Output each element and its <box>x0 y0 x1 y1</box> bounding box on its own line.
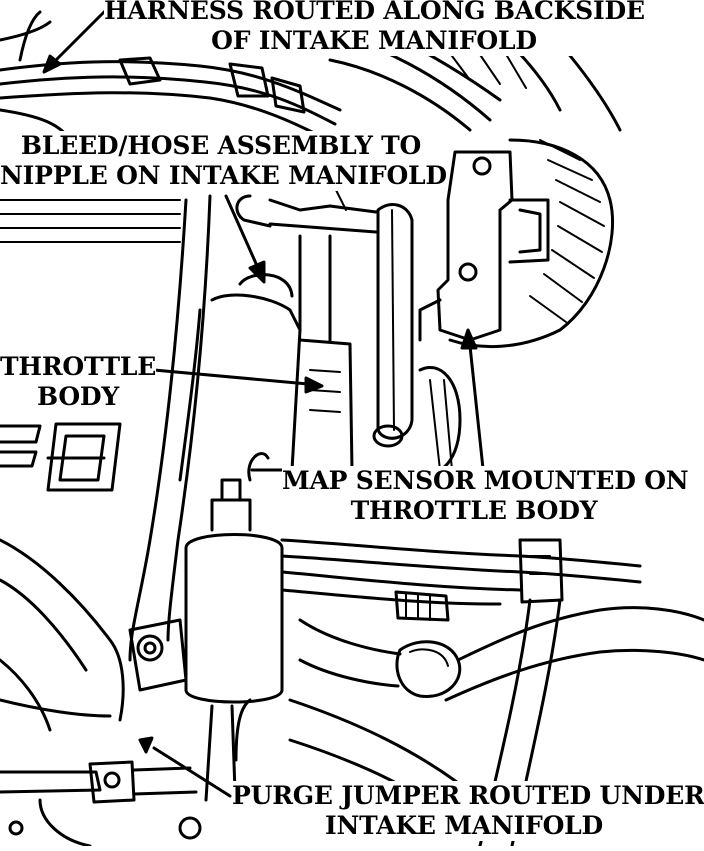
lower-harness <box>282 540 640 697</box>
callout-map-line-1: MAP SENSOR MOUNTED ON <box>282 466 689 495</box>
bracket-bolt <box>130 620 186 690</box>
throttle-leader <box>154 370 308 384</box>
callout-harness-line-2: OF INTAKE MANIFOLD <box>211 26 537 55</box>
harness-leader <box>52 12 104 64</box>
callout-throttle-line-1: THROTTLE <box>0 352 157 381</box>
map-leader <box>470 346 484 478</box>
map-sensor <box>186 454 282 820</box>
callout-purge-jumper: PURGE JUMPER ROUTED UNDER INTAKE MANIFOL… <box>232 781 704 841</box>
bleed-hose <box>237 196 412 446</box>
callout-throttle-line-2: BODY <box>36 382 120 411</box>
callout-bleed-line-2: NIPPLE ON INTAKE MANIFOLD <box>0 161 447 190</box>
callout-harness: HARNESS ROUTED ALONG BACKSIDE OF INTAKE … <box>104 0 645 56</box>
bleed-leader-2 <box>336 190 346 210</box>
bleed-leader <box>226 196 258 268</box>
purge-leader <box>154 748 230 796</box>
throttle-arrowhead <box>306 378 322 392</box>
harness-arrowhead <box>44 56 60 72</box>
callout-throttle-body: THROTTLE BODY <box>0 352 156 412</box>
callout-purge-line-1: PURGE JUMPER ROUTED UNDER <box>232 781 704 810</box>
bleed-arrowhead <box>250 262 264 282</box>
upper-harness <box>0 12 340 140</box>
callout-harness-line-1: HARNESS ROUTED ALONG BACKSIDE <box>104 0 645 25</box>
callout-map-sensor: MAP SENSOR MOUNTED ON THROTTLE BODY <box>282 466 689 526</box>
callout-map-line-2: THROTTLE BODY <box>350 496 598 525</box>
purge-arrowhead <box>140 738 152 752</box>
leader-lines <box>44 12 484 796</box>
left-frame <box>0 196 210 730</box>
callout-bleed-hose: BLEED/HOSE ASSEMBLY TO NIPPLE ON INTAKE … <box>0 131 447 191</box>
callout-bleed-line-1: BLEED/HOSE ASSEMBLY TO <box>20 131 422 160</box>
valve-cover-letters <box>0 200 180 490</box>
map-arrowhead <box>462 330 476 348</box>
callout-purge-line-2: INTAKE MANIFOLD <box>324 811 604 840</box>
bottom-linkage <box>0 762 200 846</box>
